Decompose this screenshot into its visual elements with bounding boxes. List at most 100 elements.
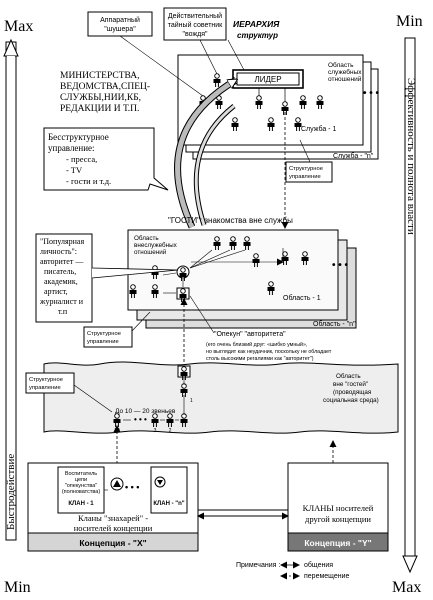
guests-title: "ГОСТИ": знакомства вне службы bbox=[168, 216, 293, 225]
social-structural-line-1: Структурное bbox=[29, 377, 63, 383]
service-area-label-3: отношений bbox=[328, 75, 362, 83]
chain-number-2: 2 bbox=[169, 428, 172, 434]
service-area-label-1: Область bbox=[328, 61, 354, 69]
service-n-label: Служба - "n" bbox=[333, 152, 374, 160]
social-area-label-1: Область bbox=[336, 372, 361, 380]
popular-callout: "Популярная личность": авторитет — писат… bbox=[35, 233, 179, 323]
guests-area-1-label: Область - 1 bbox=[283, 294, 321, 302]
sorcerers-line-2: носителей концепции bbox=[74, 523, 153, 533]
guardian-line-1: "Опекун" "авторитета" bbox=[214, 331, 286, 338]
triangle-up-icon bbox=[113, 480, 121, 487]
sorcerers-line-1: Кланы "знахарей" - bbox=[78, 513, 148, 523]
service-area-label-2: служебных bbox=[328, 68, 362, 76]
guests-structural-box bbox=[83, 326, 133, 348]
guests-block: "ГОСТИ": знакомства вне службы Область в… bbox=[83, 216, 357, 348]
left-scale-top-label: Max bbox=[4, 18, 33, 35]
advisor-callout bbox=[163, 7, 227, 41]
unstructured-item-1: - пресса, bbox=[66, 154, 97, 164]
social-block: Область вне "гостей" (проводящая социаль… bbox=[25, 298, 399, 478]
unstructured-bubble bbox=[43, 127, 169, 191]
clans-block: Концепция - "X" Воспитатель цепи "опекун… bbox=[27, 440, 389, 552]
service-structural-line-1: Структурное bbox=[289, 166, 323, 172]
right-scale-bottom-label: Max bbox=[392, 579, 421, 596]
clan-n-label: КЛАН - "n" bbox=[153, 501, 184, 507]
chain-ellipsis: • • • bbox=[134, 415, 147, 424]
hierarchy-title: ИЕРАРХИЯ bbox=[233, 19, 280, 29]
guardian-line-4: столь высокими регалиями как "авторитет"… bbox=[206, 356, 314, 362]
concept-x-label: Концепция - "X" bbox=[79, 538, 146, 548]
right-scale-axis-label: Эффективность и полнота власти bbox=[405, 78, 417, 235]
concept-y-label: Концепция - "Y" bbox=[304, 538, 371, 548]
guardian-note: "Опекун" "авторитета" (его очень близкий… bbox=[189, 295, 332, 362]
unstructured-line-1: Бесструктурное bbox=[48, 132, 109, 142]
concept-y-bar bbox=[287, 532, 389, 552]
popular-line-6: артист, bbox=[44, 287, 68, 296]
apparatus-callout bbox=[87, 11, 153, 37]
popular-line-4: писатель, bbox=[44, 267, 76, 276]
service-structural-box bbox=[285, 161, 333, 183]
advisor-line-3: "вождя" bbox=[183, 31, 208, 38]
guests-structural-line-1: Структурное bbox=[87, 331, 121, 337]
apparatus-line-2: "шушера" bbox=[104, 26, 136, 33]
chain-number-1: 1 bbox=[190, 398, 193, 404]
educator-line-4: (полноватства) bbox=[62, 489, 100, 495]
legend-communication-label: общения bbox=[304, 561, 333, 569]
popular-line-5: академик, bbox=[44, 277, 78, 286]
chain-label: До 10 — 20 звеньев bbox=[115, 408, 176, 415]
unstructured-item-2: - TV bbox=[66, 165, 83, 175]
service-block: ЛИДЕР Область служебных отношений Служба… bbox=[177, 54, 380, 229]
advisor-line-2: тайный советник bbox=[168, 21, 223, 29]
guests-to-leader-curved-arrow bbox=[175, 77, 236, 229]
guests-area-label-3: отношений bbox=[134, 248, 167, 256]
guests-structural-line-2: управление bbox=[87, 339, 119, 345]
others-line-2: другой концепции bbox=[305, 514, 371, 524]
service-structural-line-2: управление bbox=[289, 174, 321, 180]
right-scale-top-label: Min bbox=[396, 13, 423, 30]
unstructured-item-3: - гости и т.д. bbox=[66, 176, 111, 186]
ministries-line-3: СЛУЖБЫ,НИИ,КБ, bbox=[60, 93, 141, 103]
clan-n-box bbox=[150, 466, 188, 514]
popular-line-3: авторитет — bbox=[40, 257, 84, 266]
social-area-label-3: (проводящая bbox=[333, 389, 371, 396]
guardian-line-2: (его очень близкий друг: «шибко умный», bbox=[206, 341, 307, 348]
guardian-line-3: но выглядит как неудачник, поскольку не … bbox=[206, 349, 332, 355]
popular-line-7: журналист и bbox=[39, 297, 84, 306]
advisor-line-1: Действительный bbox=[168, 12, 222, 20]
top-callouts: Аппаратный "шушера" Действительный тайны… bbox=[60, 7, 280, 114]
popular-line-8: т.п bbox=[58, 307, 68, 316]
social-structural-box bbox=[25, 372, 75, 394]
ministries-line-2: ВЕДОМСТВА,СПЕЦ- bbox=[60, 82, 150, 92]
guests-area-label-1: Область bbox=[134, 234, 159, 242]
social-area-label-2: вне "гостей" bbox=[333, 380, 368, 388]
legend-movement-label: перемещение bbox=[304, 573, 350, 580]
educator-line-1: Воспитатель bbox=[65, 471, 97, 477]
legend-title: Примечания : bbox=[236, 562, 280, 569]
concept-x-bar bbox=[27, 532, 199, 552]
popular-line-2: личность": bbox=[40, 247, 77, 256]
left-scale: Max Min Быстродействие bbox=[3, 18, 33, 596]
social-band bbox=[43, 361, 399, 434]
service-ellipsis: • • • bbox=[363, 88, 380, 99]
others-line-1: КЛАНЫ носителей bbox=[303, 503, 374, 513]
left-scale-axis-label: Быстродействие bbox=[5, 454, 17, 530]
guests-ellipsis: • • • bbox=[332, 260, 349, 271]
left-scale-bottom-label: Min bbox=[4, 579, 31, 596]
social-structural-line-2: управление bbox=[29, 385, 61, 391]
ministries-line-1: МИНИСТЕРСТВА, bbox=[60, 71, 139, 81]
guests-to-staff-curved-arrow bbox=[194, 104, 235, 226]
educator-line-2: цепи bbox=[75, 477, 87, 483]
right-scale-arrow-down bbox=[402, 555, 418, 574]
guests-area-label-2: внеслужебных bbox=[134, 241, 178, 249]
clan-1-label: КЛАН - 1 bbox=[68, 501, 94, 507]
triangle-down-icon bbox=[157, 480, 163, 485]
clans-ellipsis: • • • bbox=[125, 482, 139, 492]
popular-line-1: "Популярная bbox=[40, 237, 84, 246]
unstructured-callout: Бесструктурное управление: - пресса, - T… bbox=[43, 127, 169, 191]
clan-1-box bbox=[57, 466, 105, 514]
service-1-label: Служба - 1 bbox=[301, 125, 336, 133]
leader-label: ЛИДЕР bbox=[254, 75, 281, 84]
legend: Примечания : общения перемещение bbox=[236, 561, 350, 580]
apparatus-line-1: Аппаратный bbox=[100, 16, 140, 24]
chain-number-3: 3 bbox=[154, 428, 157, 434]
